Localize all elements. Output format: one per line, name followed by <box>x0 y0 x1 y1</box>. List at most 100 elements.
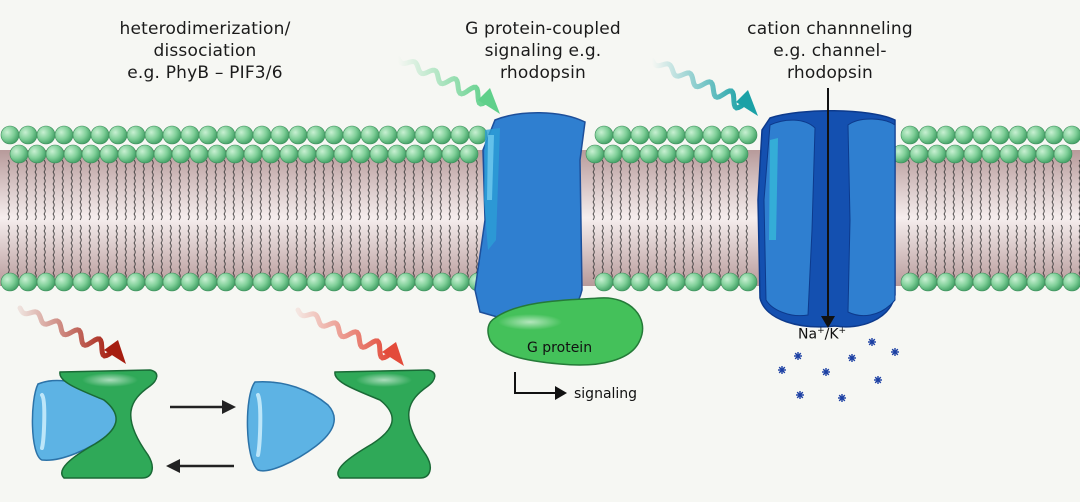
lipid-head <box>171 144 191 164</box>
lipid-head <box>1053 144 1073 164</box>
lipid-head <box>324 272 344 292</box>
lipid-tail <box>133 159 136 221</box>
lipid-head <box>162 125 182 145</box>
lipid-head <box>702 272 722 292</box>
lipid-tail <box>313 224 316 280</box>
lipid-head <box>378 125 398 145</box>
lipid-tail <box>961 159 964 221</box>
signaling-label: signaling <box>574 386 638 402</box>
lipid-head <box>684 125 704 145</box>
ion-particle <box>868 338 876 346</box>
lipid-head <box>306 125 326 145</box>
lipid-head <box>252 125 272 145</box>
lipid-tail <box>250 224 253 280</box>
lipid-head <box>342 272 362 292</box>
light-arrow-teal <box>649 57 758 116</box>
lipid-tail <box>1069 224 1072 280</box>
gpcr-protein <box>474 112 586 326</box>
lipid-head <box>288 272 308 292</box>
lipid-head <box>54 272 74 292</box>
lipid-head <box>900 272 920 292</box>
lipid-head <box>117 144 137 164</box>
lipid-head <box>81 144 101 164</box>
lipid-tail <box>106 224 109 280</box>
lipid-tail <box>25 224 28 280</box>
label-line: heterodimerization/ <box>119 19 291 39</box>
lipid-head <box>90 272 110 292</box>
lipid-head <box>423 144 443 164</box>
lipid-tail <box>214 224 217 280</box>
lipid-tail <box>475 159 478 221</box>
lipid-tail <box>394 159 397 221</box>
lipid-head <box>909 144 929 164</box>
ion-particle <box>794 352 802 360</box>
ion-particle <box>778 366 786 374</box>
lipid-head <box>990 125 1010 145</box>
lipid-head <box>27 144 47 164</box>
lipid-tail <box>52 224 55 280</box>
lipid-head <box>918 272 938 292</box>
lipid-head <box>360 125 380 145</box>
lipid-tail <box>25 159 28 221</box>
lipid-tail <box>1024 224 1027 280</box>
signaling-arrow <box>514 372 567 400</box>
ion-charge: + <box>838 326 847 336</box>
label-line: signaling e.g. <box>484 41 602 61</box>
lipid-tail <box>1015 224 1018 280</box>
lipid-head <box>648 272 668 292</box>
lipid-tail <box>646 224 649 280</box>
lipid-head <box>126 272 146 292</box>
lipid-head <box>270 125 290 145</box>
lipid-head <box>468 125 488 145</box>
lipid-tail <box>232 159 235 221</box>
lipid-tail <box>1069 159 1072 221</box>
lipid-tail <box>169 159 172 221</box>
lipid-head <box>270 272 290 292</box>
lipid-head <box>135 144 155 164</box>
lipid-tail <box>952 224 955 280</box>
lipid-head <box>999 144 1019 164</box>
lipid-head <box>612 272 632 292</box>
lipid-tail <box>295 224 298 280</box>
lipid-head <box>630 125 650 145</box>
lipid-tail <box>970 224 973 280</box>
lipid-head <box>72 272 92 292</box>
lipid-tail <box>277 224 280 280</box>
lipid-tail <box>412 159 415 221</box>
lipid-head <box>162 272 182 292</box>
label-line: dissociation <box>153 41 257 61</box>
lipid-tail <box>151 224 154 280</box>
lipid-tail <box>646 159 649 221</box>
lipid-tail <box>1060 159 1063 221</box>
lipid-head <box>594 272 614 292</box>
lipid-tail <box>115 159 118 221</box>
label-line: e.g. PhyB – PIF3/6 <box>127 63 283 83</box>
lipid-tails <box>7 159 1080 280</box>
ion-k: /K <box>824 326 839 343</box>
lipid-head <box>954 125 974 145</box>
lipid-tail <box>115 224 118 280</box>
lipid-tail <box>997 159 1000 221</box>
lipid-head <box>198 272 218 292</box>
lipid-tail <box>223 159 226 221</box>
lipid-head <box>1026 125 1046 145</box>
lipid-tail <box>142 224 145 280</box>
lipid-tail <box>331 159 334 221</box>
lipid-tail <box>196 224 199 280</box>
lipid-head <box>18 125 38 145</box>
lipid-tail <box>367 224 370 280</box>
lipid-tail <box>457 224 460 280</box>
lipid-head <box>1044 272 1064 292</box>
lipid-tail <box>70 159 73 221</box>
lipid-head <box>594 125 614 145</box>
lipid-tail <box>619 224 622 280</box>
lipid-head <box>108 125 128 145</box>
lipid-head <box>936 125 956 145</box>
lipid-head <box>54 125 74 145</box>
lipid-head <box>648 125 668 145</box>
lipid-head <box>180 125 200 145</box>
lipid-head <box>234 272 254 292</box>
lipid-tail <box>133 224 136 280</box>
lipid-head <box>612 125 632 145</box>
